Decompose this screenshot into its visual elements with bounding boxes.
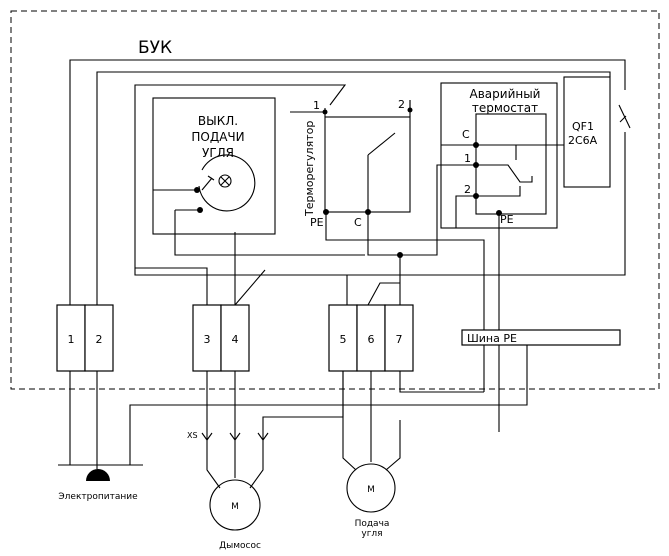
coal-switch-label-1: ВЫКЛ. [198,114,238,128]
switch-contact-tick [207,175,215,181]
terminal-4 [220,304,250,372]
coal-feed-label-2: угля [361,529,382,539]
coal-switch-label-2: ПОДАЧИ [191,130,244,144]
emergency-pin-1: 1 [464,152,471,165]
terminal-block-1-2: 1 2 [56,304,114,372]
terminal-6-label: 6 [368,333,375,346]
thermo-contact [367,132,396,156]
connector-label: XS [187,431,198,440]
smoke-fan-motor-symbol: M [231,502,239,512]
lamp-cross [220,176,230,186]
breaker-box [563,76,611,188]
terminal-4-label: 4 [232,333,239,346]
emergency-title-1: Аварийный [470,87,541,101]
control-unit-enclosure [10,10,660,390]
terminal-5-label: 5 [340,333,347,346]
emergency-title-2: термостат [472,101,538,115]
emergency-pin-c: C [462,128,470,141]
thermo-pin-c: C [354,216,362,229]
pe-bus-label: Шина PE [467,332,517,345]
coal-feed-motor-icon [346,463,396,513]
terminal-7 [384,304,414,372]
pe-bus [461,329,621,346]
coal-feed-motor-symbol: M [367,485,375,495]
breaker-rating: 2C6A [568,134,598,147]
terminal-1 [56,304,86,372]
coal-switch-panel [152,97,276,235]
terminal-3-label: 3 [204,333,211,346]
terminal-1-label: 1 [68,333,75,346]
terminal-3 [192,304,222,372]
terminal-7-label: 7 [396,333,403,346]
emergency-thermostat-box [475,113,547,215]
terminal-5 [328,304,358,372]
breaker-contact [618,104,631,129]
terminal-2 [84,304,114,372]
emergency-pin-2: 2 [464,183,471,196]
thermo-pin-pe: PE [310,216,324,229]
coal-feed-label-1: Подача [355,519,390,529]
power-plug-icon [86,469,110,481]
terminal-2-label: 2 [96,333,103,346]
switch-contact [201,177,213,191]
thermo-regulator-title: Терморегулятор [303,121,316,217]
smoke-fan-label: Дымосос [219,541,261,551]
emergency-pin-pe: PE [500,213,514,226]
breaker-name: QF1 [572,120,594,133]
unit-title: БУК [138,38,172,58]
thermo-pin-1: 1 [313,99,320,112]
smoke-fan-motor-icon [209,479,261,531]
emergency-contact [476,164,533,183]
indicator-lamp-icon [218,174,232,188]
terminal-block-3-4: 3 4 [192,304,250,372]
power-label: Электропитание [58,492,138,502]
coal-switch-label-3: УГЛЯ [202,146,234,160]
thermo-pin-2: 2 [398,98,405,111]
switch-body-arc [198,154,256,212]
terminal-block-5-7: 5 6 7 [328,304,414,372]
